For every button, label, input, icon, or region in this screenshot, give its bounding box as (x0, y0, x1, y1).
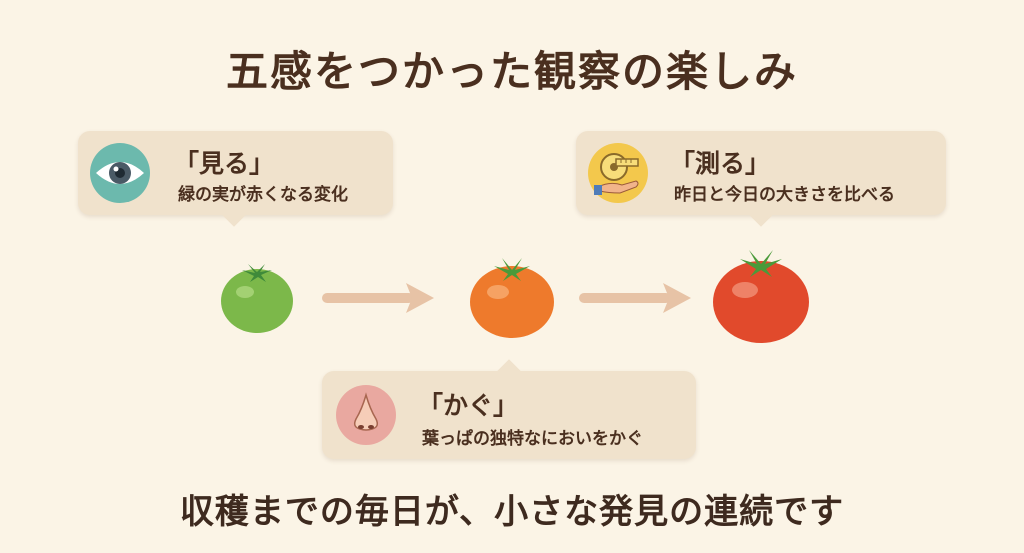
callout-heading: 「見る」 (174, 149, 275, 178)
callout-smell: 「かぐ」 葉っぱの独特なにおいをかぐ (322, 359, 696, 459)
callout-pointer (748, 201, 774, 227)
callout-pointer (496, 359, 522, 385)
nose-icon (336, 385, 396, 445)
callout-see: 「見る」 緑の実が赤くなる変化 (78, 131, 393, 227)
arrow-right-icon (575, 278, 697, 322)
tape-measure-icon (588, 143, 648, 203)
callout-description: 昨日と今日の大きさを比べる (674, 185, 895, 205)
callout-pointer (221, 201, 247, 227)
red-tomato (709, 242, 813, 350)
footer-caption: 収穫までの毎日が、小さな発見の連続です (179, 492, 845, 532)
arrow-right-icon (318, 278, 440, 322)
callout-description: 緑の実が赤くなる変化 (178, 185, 348, 205)
callout-heading: 「測る」 (670, 149, 771, 178)
callout-measure: 「測る」 昨日と今日の大きさを比べる (576, 131, 946, 227)
eye-icon (90, 143, 150, 203)
orange-tomato (467, 250, 557, 344)
page-title: 五感をつかった観察の楽しみ (225, 47, 798, 96)
green-tomato (218, 256, 296, 338)
callout-heading: 「かぐ」 (418, 391, 519, 420)
callout-description: 葉っぱの独特なにおいをかぐ (422, 429, 643, 449)
